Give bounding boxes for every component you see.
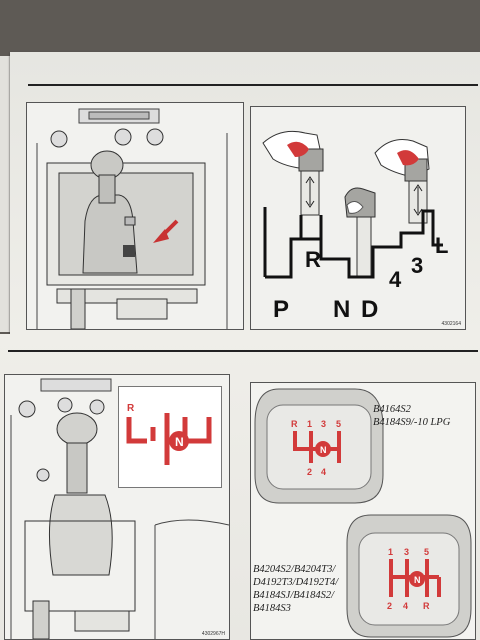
- gear-label-park: P: [273, 296, 289, 323]
- automatic-gate-diagram: P R N D 4 3 L 4302164: [250, 106, 466, 330]
- reverse-gate-inset: N R: [118, 386, 222, 488]
- gate2-label-r: R: [423, 601, 430, 611]
- gate1-label-5: 5: [336, 419, 341, 429]
- model-code: B4184S3: [253, 603, 291, 614]
- gate1-neutral-label: N: [320, 445, 327, 455]
- model-code: D4192T3/D4192T4/: [253, 577, 339, 588]
- section-rule: [28, 84, 478, 86]
- illustration-code: 4302164: [441, 321, 461, 327]
- manual-page-top: P R N D 4 3 L 4302164: [10, 52, 480, 334]
- gate2-neutral-label: N: [414, 575, 421, 585]
- gate1-label-3: 3: [321, 419, 326, 429]
- model-code: B4184S9/-10 LPG: [373, 417, 451, 428]
- gate1-label-r: R: [291, 419, 298, 429]
- model-list-gate1: B4164S2 B4184S9/-10 LPG: [373, 403, 450, 429]
- gear-label-neutral: N: [333, 296, 350, 323]
- gear-pattern-panel: N R 1 3 5 2 4 N 1 3 5 2 4 R B4164S2 B418…: [250, 382, 476, 640]
- gate2-label-3: 3: [404, 547, 409, 557]
- gear-label-fourth: 4: [389, 267, 402, 292]
- gear-label-low: L: [435, 233, 448, 258]
- model-code: B4164S2: [373, 404, 411, 415]
- illustration-code: 4302967H: [201, 631, 225, 637]
- inset-reverse-label: R: [127, 403, 135, 414]
- gate1-label-4: 4: [321, 467, 326, 477]
- gear-label-drive: D: [361, 296, 378, 323]
- gate1-label-1: 1: [307, 419, 312, 429]
- inset-neutral-label: N: [175, 435, 184, 449]
- gear-label-third: 3: [411, 253, 423, 278]
- automatic-console-illustration: [26, 102, 244, 330]
- gate2-label-5: 5: [424, 547, 429, 557]
- gate2-label-1: 1: [388, 547, 393, 557]
- gate2-label-4: 4: [403, 601, 408, 611]
- model-list-gate2: B4204S2/B4204T3/ D4192T3/D4192T4/ B4184S…: [253, 563, 338, 615]
- manual-page-bottom: 4302967H N R N R 1 3 5 2 4: [0, 334, 480, 640]
- model-code: B4204S2/B4204T3/: [253, 564, 336, 575]
- model-code: B4184SJ/B4184S2/: [253, 590, 335, 601]
- section-rule: [8, 350, 478, 352]
- gear-label-reverse: R: [305, 247, 321, 272]
- gate2-label-2: 2: [387, 601, 392, 611]
- gate1-label-2: 2: [307, 467, 312, 477]
